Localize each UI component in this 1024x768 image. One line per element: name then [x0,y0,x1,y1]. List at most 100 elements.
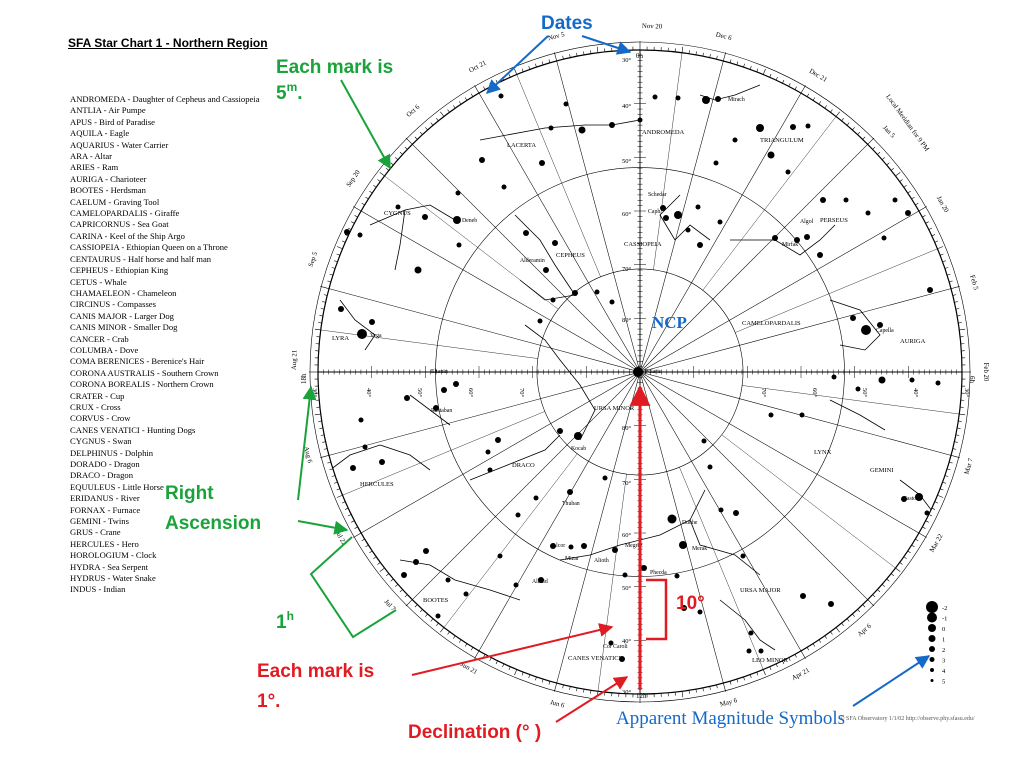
magnitude-value-label: -1 [942,616,947,623]
rim-tick [344,234,349,237]
constellation-list-item: CANIS MINOR - Smaller Dog [70,322,178,333]
constellation-list-item: GRUS - Crane [70,527,121,538]
star [433,405,439,411]
rim-tick [377,179,381,182]
rim-tick [702,687,704,692]
star [850,315,856,321]
rim-tick [709,54,711,58]
rim-tick [835,627,840,633]
half-hour-line [597,474,627,692]
constellation-list-item: CORONA AUSTRALIS - Southern Crown [70,367,219,378]
star [717,219,723,225]
hour-label: 12h [636,692,647,700]
rim-tick [336,246,343,250]
date-label: Jan 20 [935,195,950,214]
rim-tick [390,162,394,166]
rim-tick [369,550,373,554]
star [713,160,719,166]
date-label: Dec 21 [808,68,828,84]
rim-tick [425,613,428,617]
rim-tick [841,622,844,627]
constellation-figure-line [369,204,456,226]
rim-tick [320,286,330,289]
rim-tick [354,215,358,218]
declination-label: 30° [963,388,970,398]
rim-tick [688,690,690,694]
star [817,252,823,258]
rim-tick [373,185,377,188]
rim-tick [419,131,423,135]
star [877,322,883,328]
star [843,197,849,203]
constellation-list-item: CENTAURUS - Half horse and half man [70,253,212,264]
rim-tick [775,76,778,81]
star [758,648,764,654]
rim-tick [419,609,423,613]
declination-label: 40° [365,388,372,398]
star-name-label: Alioth [594,558,609,564]
date-label: Aug 6 [302,446,313,465]
rim-tick [782,660,785,665]
rim-tick [331,267,336,269]
star [679,541,687,549]
declination-label: 70° [760,388,767,398]
declination-label: 40° [622,103,632,110]
star [733,510,739,516]
half-hour-line [735,248,938,333]
hour-label: 18h [300,373,308,384]
hour-line [328,371,641,456]
star [602,475,608,481]
half-hour-line [742,385,960,415]
right-ascension-arrow-right [297,520,349,535]
constellation-label: CEPHEUS [556,252,585,259]
rim-tick [895,172,901,177]
rim-tick [569,686,571,690]
magnitude-symbol [926,601,938,613]
rim-tick [414,604,418,608]
declination-arrow [555,676,629,723]
star [567,489,573,495]
constellation-label: DRACO [512,462,535,469]
magnitude-value-label: 4 [942,668,946,675]
rim-tick [907,190,911,194]
rim-tick [877,589,881,593]
star [820,197,826,203]
constellation-list-item: CASSIOPEIA - Ethiopian Queen on a Throne [70,242,228,253]
half-hour-line [702,116,837,291]
rim-tick [569,54,571,58]
rim-tick [743,676,745,681]
star [463,591,469,597]
rim-tick [320,455,330,458]
hour-line [639,144,868,373]
rim-tick [395,584,399,587]
rim-tick [867,599,875,607]
rim-tick [377,562,381,565]
magnitude-value-label: 5 [942,679,945,686]
rim-tick [886,162,890,166]
apparent-magnitude-label: Apparent Magnitude Symbols [616,708,845,729]
rim-tick [959,328,966,331]
rim-tick [928,227,933,230]
rim-tick [405,137,413,145]
rim-tick [373,556,377,559]
rim-tick [590,50,592,54]
rim-tick [323,448,328,450]
star-name-label: Thuban [562,501,580,507]
rim-tick [379,567,385,572]
rim-tick [521,671,524,676]
star-name-label: Alderamin [520,258,545,264]
rim-tick [762,68,766,75]
rim-tick [404,146,408,150]
constellation-list-item: CORVUS - Crow [70,413,131,424]
rim-tick [928,514,933,517]
rim-tick [925,520,929,523]
constellation-label: HERCULES [360,481,394,488]
constellation-list-item: APUS - Bird of Paradise [70,116,155,127]
hour-line [639,210,919,373]
star [609,122,615,128]
rim-tick [453,105,456,109]
star [513,582,519,588]
rim-tick [404,594,408,598]
